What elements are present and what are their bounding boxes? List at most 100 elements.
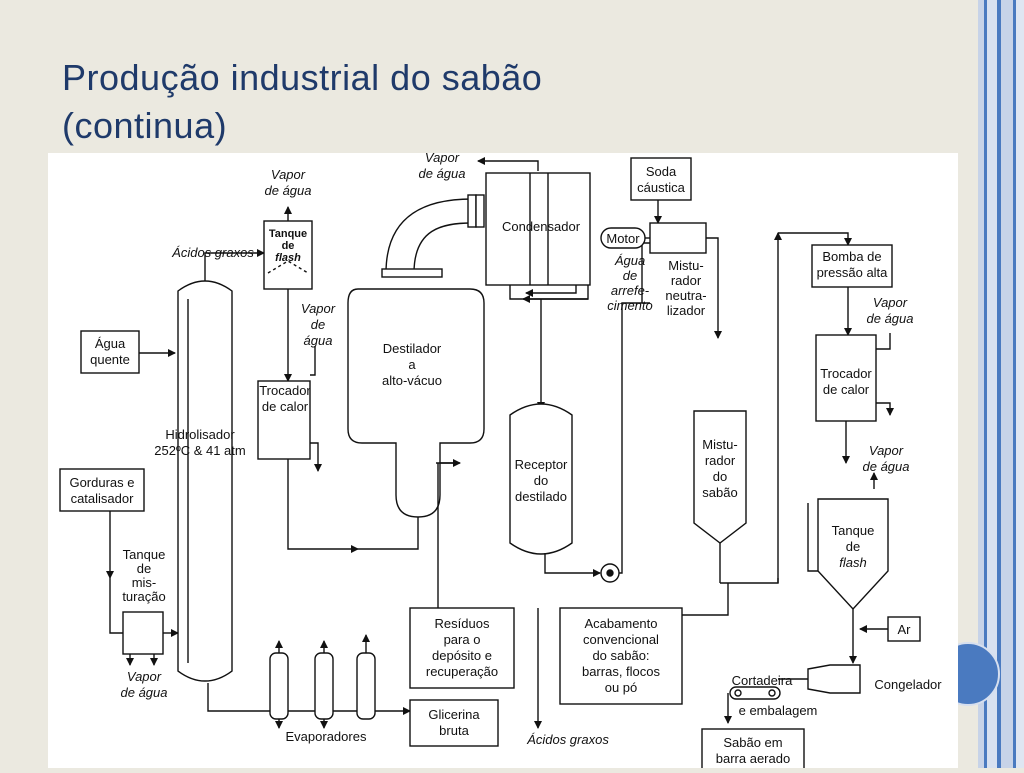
cortadeira-belt: [729, 686, 781, 700]
soda-box: [630, 157, 692, 201]
agua-quente-l1: Água: [95, 336, 126, 351]
label-evaporadores: Evaporadores: [286, 729, 367, 744]
label-tanque-flash-small: Tanque de flash: [269, 228, 307, 264]
vapor-cond-l1: Vapor: [425, 153, 460, 165]
mist-neut-l1: Mistu-: [668, 258, 703, 273]
tanque-mistura-l2: de: [137, 561, 151, 576]
slide-title-line-2: (continua): [62, 105, 228, 146]
label-soda: Soda cáustica: [637, 164, 685, 195]
slide-border-right: [978, 0, 1024, 768]
arref-l1: Água: [614, 253, 645, 268]
label-sabao-barra: Sabão em barra aerado: [716, 735, 790, 766]
destilador-l3: alto-vácuo: [382, 373, 442, 388]
tf-big-l2: de: [846, 539, 860, 554]
label-tanque-mistura: Tanque de mis- turação: [122, 547, 165, 604]
label-trocador-right: Trocador de calor: [820, 366, 872, 397]
tf-big-l3: flash: [839, 555, 866, 570]
acab-l2: convencional: [583, 632, 659, 647]
vapor-right-l2: de água: [863, 459, 910, 474]
soda-l2: cáustica: [637, 180, 685, 195]
condensador-box: [485, 172, 591, 286]
label-ar: Ar: [898, 622, 912, 637]
label-agua-arrefecimento: Água de arrefe- cimento: [607, 253, 653, 313]
mist-neut-l3: neutra-: [665, 288, 706, 303]
label-trocador-left: Trocador de calor: [259, 383, 311, 414]
arref-l3: arrefe-: [611, 283, 650, 298]
label-hidrolisador: Hidrolisador 252ºC & 41 atm: [154, 427, 245, 458]
mist-sabao-l2: rador: [705, 453, 736, 468]
slide-title: Produção industrial do sabão (continua): [62, 54, 542, 150]
vapor-troc-l3: água: [304, 333, 333, 348]
sabao-barra-l1: Sabão em: [723, 735, 782, 750]
tanque-flash-big-vessel: [817, 498, 889, 611]
mist-sabao-l3: do: [713, 469, 727, 484]
tf-small-l3: flash: [275, 252, 301, 264]
receptor-l3: destilado: [515, 489, 567, 504]
vapor-tf-l1: Vapor: [271, 167, 306, 182]
tf-small-l2: de: [282, 240, 295, 252]
label-misturador-neutralizador: Mistu- rador neutra- lizador: [665, 258, 706, 318]
receptor-l2: do: [534, 473, 548, 488]
label-tanque-flash-big: Tanque de flash: [832, 523, 875, 570]
vapor-bomba-l1: Vapor: [873, 295, 908, 310]
slide-title-line-1: Produção industrial do sabão: [62, 57, 543, 98]
label-vapor-tanque-flash: Vapor de água: [265, 167, 312, 198]
receptor-vessel: [509, 403, 573, 555]
label-motor: Motor: [606, 231, 640, 246]
mist-sabao-l4: sabão: [702, 485, 737, 500]
hidrolisador-l1: Hidrolisador: [165, 427, 235, 442]
residuos-box: [409, 607, 515, 689]
congelador-shape: [807, 664, 861, 694]
bomba-l2: pressão alta: [817, 265, 889, 280]
acab-l1: Acabamento: [585, 616, 658, 631]
tanque-flash-small-box: [263, 220, 313, 290]
troc-left-l1: Trocador: [259, 383, 311, 398]
label-bomba: Bomba de pressão alta: [817, 249, 889, 280]
destilador-vessel: [347, 288, 485, 518]
label-agua-quente: Água quente: [90, 336, 130, 367]
diagram-panel: Água quente Gorduras e catalisador Tanqu…: [48, 150, 958, 773]
label-condensador: Condensador: [502, 219, 581, 234]
gorduras-l1: Gorduras e: [69, 475, 134, 490]
soda-l1: Soda: [646, 164, 677, 179]
vapor-troc-l1: Vapor: [301, 301, 336, 316]
acab-l3: do sabão:: [592, 648, 649, 663]
vapor-cond-l2: de água: [419, 166, 466, 181]
residuos-l4: recuperação: [426, 664, 498, 679]
label-vapor-condensador: Vapor de água: [419, 150, 466, 181]
tf-big-l1: Tanque: [832, 523, 875, 538]
residuos-l1: Resíduos: [435, 616, 490, 631]
label-vapor-agua-bl: Vapor de água: [121, 669, 168, 700]
sabao-barra-l2: barra aerado: [716, 751, 790, 766]
acab-l5: ou pó: [605, 680, 638, 695]
cortadeira-l1: Cortadeira: [732, 673, 793, 688]
label-acabamento: Acabamento convencional do sabão: barras…: [582, 616, 661, 695]
label-destilador: Destilador a alto-vácuo: [382, 341, 442, 388]
ar-box: [887, 616, 921, 642]
evaporadores-group: [269, 652, 376, 720]
troc-left-l2: de calor: [262, 399, 309, 414]
vapor-right-l1: Vapor: [869, 443, 904, 458]
vapor-bl-l1: Vapor: [127, 669, 162, 684]
agua-quente-box: [80, 330, 140, 374]
tanque-mistura-l3: mis-: [132, 575, 157, 590]
destilador-l2: a: [408, 357, 416, 372]
mist-neut-l2: rador: [671, 273, 702, 288]
residuos-l3: depósito e: [432, 648, 492, 663]
vapor-bomba-l2: de água: [867, 311, 914, 326]
hidrolisador-l2: 252ºC & 41 atm: [154, 443, 245, 458]
label-congelador: Congelador: [874, 677, 942, 692]
vapor-bl-l2: de água: [121, 685, 168, 700]
vapor-tf-l2: de água: [265, 183, 312, 198]
arref-l2: de: [623, 268, 637, 283]
process-flow-diagram: Água quente Gorduras e catalisador Tanqu…: [59, 150, 942, 773]
label-acidos-graxos-bottom: Ácidos graxos: [526, 732, 609, 747]
troc-right-l1: Trocador: [820, 366, 872, 381]
label-vapor-right: Vapor de água: [863, 443, 910, 474]
agua-quente-l2: quente: [90, 352, 130, 367]
label-gorduras: Gorduras e catalisador: [69, 475, 134, 506]
trocador-left-box: [257, 380, 311, 460]
tanque-mistura-l4: turação: [122, 589, 165, 604]
acab-l4: barras, flocos: [582, 664, 661, 679]
destilador-l1: Destilador: [383, 341, 442, 356]
